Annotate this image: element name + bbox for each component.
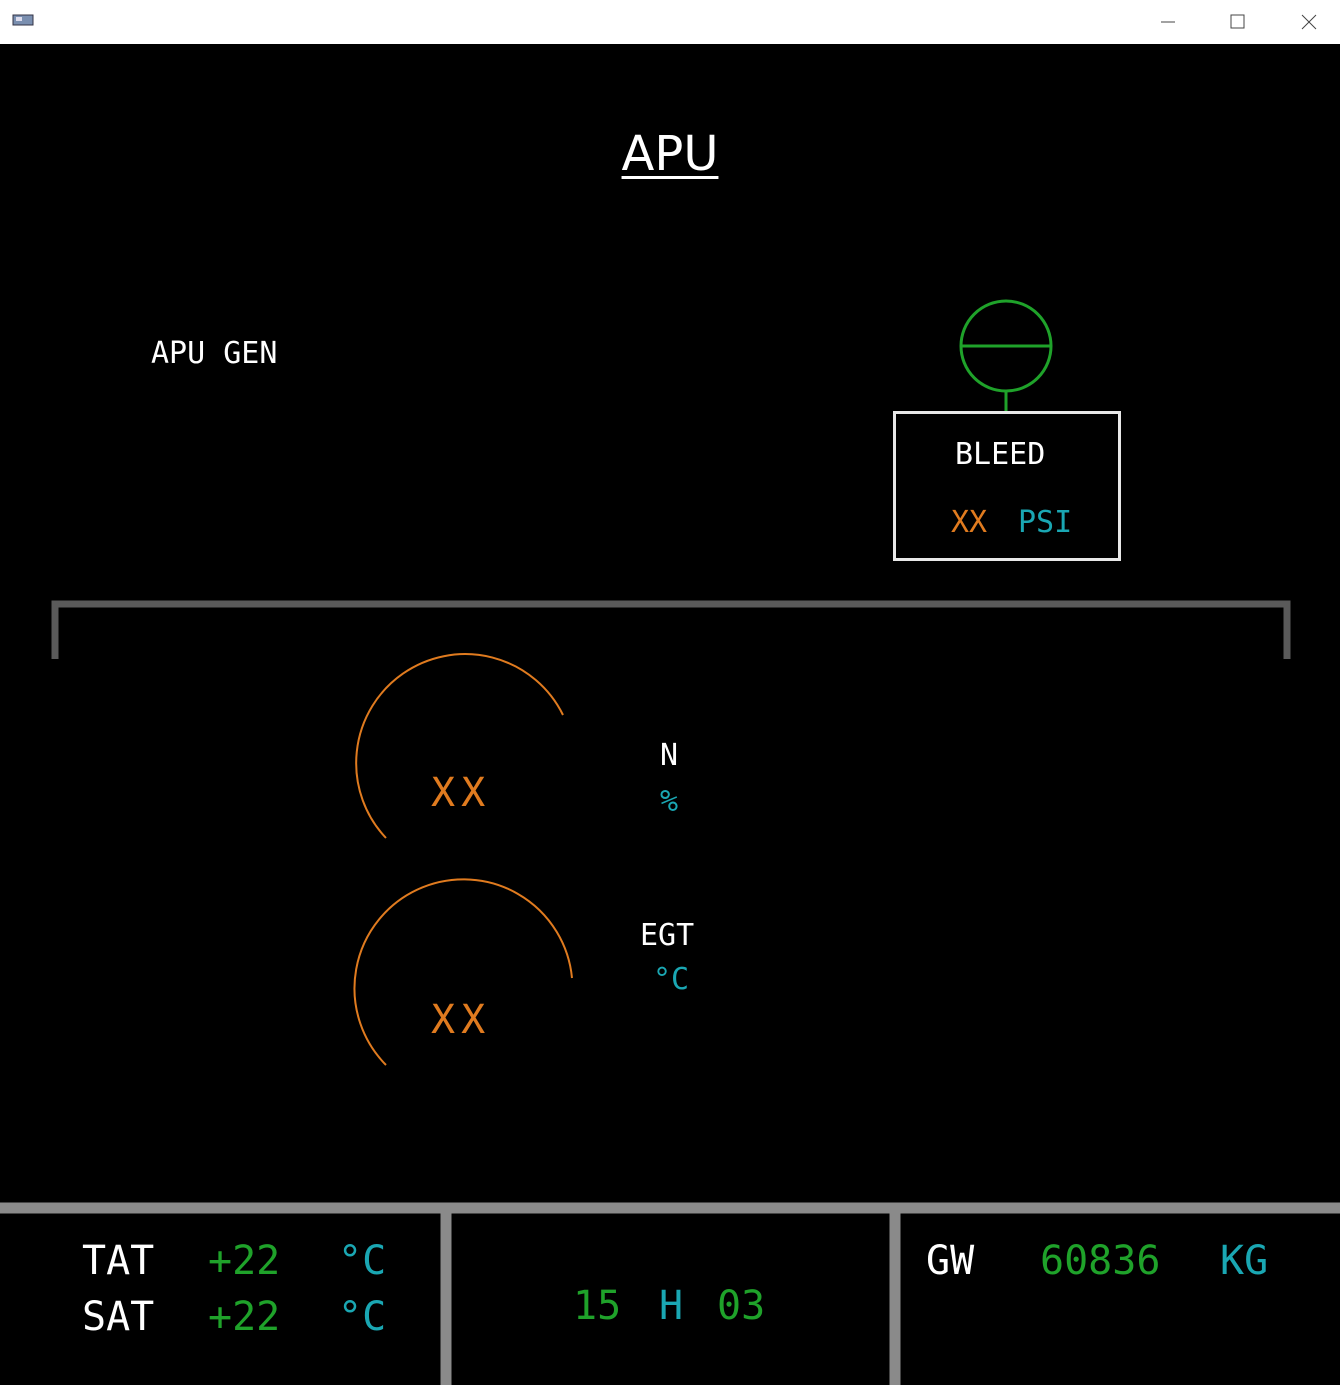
window-titlebar	[0, 0, 1340, 44]
gw-unit: KG	[1220, 1238, 1269, 1284]
egt-unit: °C	[653, 962, 690, 997]
separator-bracket	[51, 600, 1291, 659]
app-icon	[12, 14, 34, 26]
egt-gauge-arc	[353, 878, 573, 1066]
tat-unit: °C	[338, 1238, 387, 1284]
bleed-label: BLEED	[955, 437, 1046, 472]
page-title: APU	[621, 126, 719, 182]
egt-label: EGT	[640, 918, 695, 953]
clock-hours: 15	[573, 1283, 622, 1329]
apu-gen-label: APU GEN	[151, 336, 278, 371]
display-graphics	[0, 299, 1340, 1385]
close-button[interactable]	[1285, 0, 1331, 44]
minimize-button[interactable]	[1145, 0, 1191, 44]
n-label: N	[660, 738, 679, 773]
gw-label: GW	[926, 1238, 975, 1284]
n-gauge-value: XX	[431, 770, 492, 816]
sat-unit: °C	[338, 1294, 387, 1340]
sat-label: SAT	[82, 1294, 155, 1340]
apu-display: APU APU GEN BLEED XX PSI XX N % XX EGT °…	[0, 44, 1340, 1385]
bleed-pressure-value: XX	[951, 505, 988, 540]
tat-label: TAT	[82, 1238, 155, 1284]
sat-value: +22	[208, 1294, 281, 1340]
egt-gauge-value: XX	[431, 997, 492, 1043]
clock-separator: H	[659, 1283, 684, 1329]
gw-value: 60836	[1040, 1238, 1161, 1284]
clock-minutes: 03	[717, 1283, 766, 1329]
maximize-button[interactable]	[1214, 0, 1260, 44]
maximize-icon	[1230, 14, 1245, 29]
close-icon	[1301, 14, 1317, 30]
tat-value: +22	[208, 1238, 281, 1284]
n-unit: %	[660, 784, 679, 819]
minimize-icon	[1161, 21, 1175, 23]
bleed-valve-icon	[959, 299, 1053, 411]
bleed-box	[893, 411, 1121, 561]
n-gauge-arc	[355, 653, 564, 839]
bleed-pressure-unit: PSI	[1018, 505, 1073, 540]
